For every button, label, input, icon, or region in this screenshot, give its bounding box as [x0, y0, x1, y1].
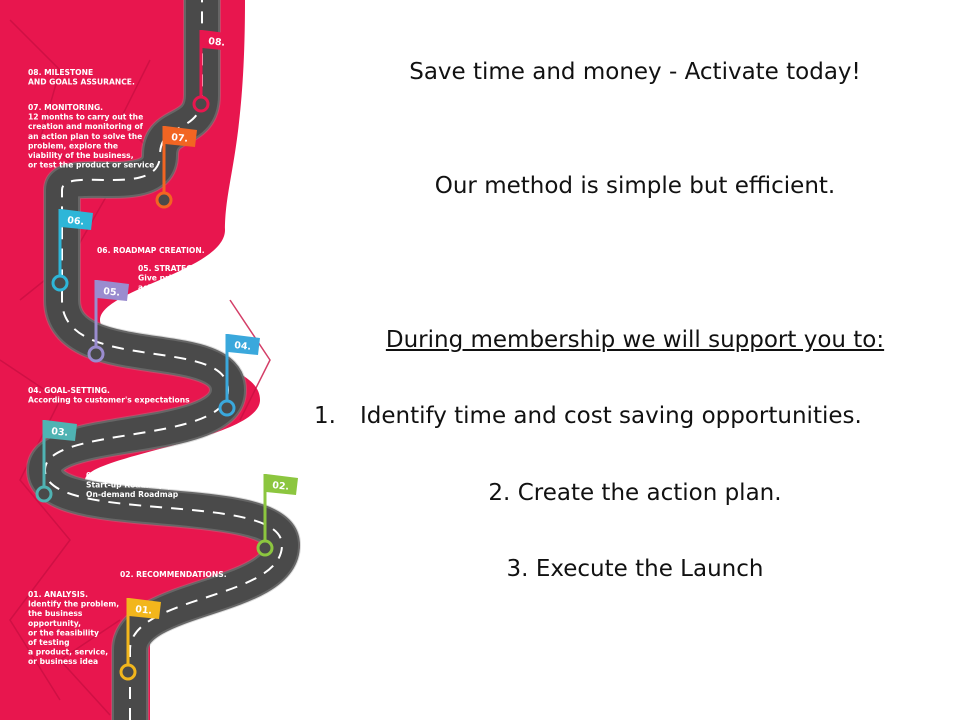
stage-text-line: AND GOALS ASSURANCE.: [28, 78, 135, 87]
flag-label: 03.: [51, 426, 69, 439]
support-item-text: Execute the Launch: [535, 556, 764, 582]
milestone-marker: [218, 399, 236, 417]
subheadline: Our method is simple but efficient.: [434, 173, 836, 199]
stage-text-line: or test the product or service: [28, 161, 154, 170]
stage-text-line: 05. STRATEGIC PLANNING.: [138, 264, 251, 273]
support-item-number: 1.: [314, 403, 336, 429]
stage-text-line: 02. RECOMMENDATIONS.: [120, 570, 227, 579]
support-item-text: Identify time and cost saving opportunit…: [360, 403, 862, 429]
milestone-marker: [119, 663, 137, 681]
stage-text-line: problem, explore the: [28, 141, 118, 150]
roadmap-stage: 07. 07. MONITORING.12 months to carry out…: [28, 103, 197, 209]
stage-description: 07. MONITORING.12 months to carry out th…: [28, 103, 154, 170]
flag-label: 06.: [67, 215, 85, 228]
flag-icon: [165, 126, 197, 147]
support-item-number: 2.: [488, 480, 511, 506]
support-item: 2. Create the action plan.: [310, 479, 960, 507]
stage-text-line: opportunity,: [28, 619, 81, 628]
milestone-marker: [155, 191, 173, 209]
stage-description: 03. SCOPE OF SERVICES.Start-up Roadmap |…: [86, 471, 254, 499]
stage-description: 05. STRATEGIC PLANNING.Give priority to …: [138, 264, 251, 321]
flag-icon: [97, 280, 129, 301]
stage-text-line: or business idea: [28, 657, 98, 666]
flag-icon: [129, 598, 161, 619]
stage-text-line: According to customer's expectations: [28, 396, 190, 405]
stage-description: 06. ROADMAP CREATION.: [97, 246, 205, 255]
flag-label: 05.: [103, 286, 121, 299]
roadmap-svg: 01. 01. ANALYSIS.Identify the problem,the…: [0, 0, 310, 720]
stage-text-line: to achieve the objective: [138, 293, 241, 302]
milestone-marker: [35, 485, 53, 503]
milestone-marker: [87, 345, 105, 363]
support-heading: During membership we will support you to…: [385, 327, 885, 353]
stage-text-line: On-demand Roadmap: [86, 490, 179, 499]
roadmap-stage: 01. 01. ANALYSIS.Identify the problem,the…: [28, 590, 161, 681]
stage-text-line: 12 months to carry out the: [28, 113, 143, 122]
support-item-number: 3.: [506, 556, 529, 582]
stage-description: 02. RECOMMENDATIONS.: [120, 570, 227, 579]
stage-text-line: a product, service,: [28, 648, 108, 657]
milestone-marker: [256, 539, 274, 557]
flag-icon: [266, 474, 298, 495]
milestone-marker: [51, 274, 69, 292]
roadmap-stage: 03. 03. SCOPE OF SERVICES.Start-up Roadma…: [35, 420, 254, 503]
roadmap-stage: 06. 06. ROADMAP CREATION.: [51, 209, 205, 292]
stage-text-line: 03. SCOPE OF SERVICES.: [86, 471, 192, 480]
stage-text-line: or the feasibility: [28, 628, 99, 637]
flag-icon: [228, 334, 260, 355]
stage-text-line: viability of the business,: [28, 151, 134, 160]
stage-text-line: Identify the problem,: [28, 600, 119, 609]
headline: Save time and money - Activate today!: [409, 59, 861, 85]
roadmap-white-area: [85, 0, 310, 720]
stage-text-line: creation and monitoring of: [28, 122, 144, 131]
stage-description: 04. GOAL-SETTING.According to customer's…: [28, 386, 190, 405]
stage-text-line: 04. GOAL-SETTING.: [28, 386, 110, 395]
roadmap-stages: 01. 01. ANALYSIS.Identify the problem,the…: [28, 30, 298, 681]
support-item: 3. Execute the Launch: [310, 555, 960, 583]
stage-text-line: the business: [28, 609, 83, 618]
flag-label: 04.: [234, 340, 252, 353]
stage-text-line: 06. ROADMAP CREATION.: [97, 246, 205, 255]
roadmap-stage: 02. 02. RECOMMENDATIONS.: [120, 474, 298, 579]
flag-label: 02.: [272, 480, 290, 493]
stage-text-line: an action plan to solve the: [28, 132, 142, 141]
stage-text-line: Give priority to the: [138, 274, 220, 283]
stage-text-line: activities necessary: [138, 283, 223, 292]
flag-label: 08.: [208, 36, 226, 49]
stage-description: 01. ANALYSIS.Identify the problem,the bu…: [28, 590, 119, 666]
stage-text-line: 07. MONITORING.: [28, 103, 103, 112]
flag-icon: [202, 30, 234, 51]
roadmap-graphic: 01. 01. ANALYSIS.Identify the problem,the…: [0, 0, 310, 720]
flag-label: 01.: [135, 604, 153, 617]
roadmap-stage: 05. 05. STRATEGIC PLANNING.Give priority …: [87, 264, 251, 363]
support-item-text: Create the action plan.: [517, 480, 782, 506]
stage-text-line: Start-up Roadmap | Business Roadmap: [86, 481, 254, 491]
stage-text-line: defined according: [138, 302, 215, 311]
flag-icon: [45, 420, 77, 441]
flag-label: 07.: [171, 132, 189, 145]
milestone-marker: [192, 95, 210, 113]
roadmap-stage: 04. 04. GOAL-SETTING.According to custome…: [28, 334, 260, 417]
stage-text-line: 08. MILESTONE: [28, 68, 93, 77]
stage-text-line: 01. ANALYSIS.: [28, 590, 88, 599]
stage-text-line: of testing: [28, 638, 70, 647]
flag-icon: [61, 209, 93, 230]
stage-text-line: to the above: [138, 312, 192, 321]
